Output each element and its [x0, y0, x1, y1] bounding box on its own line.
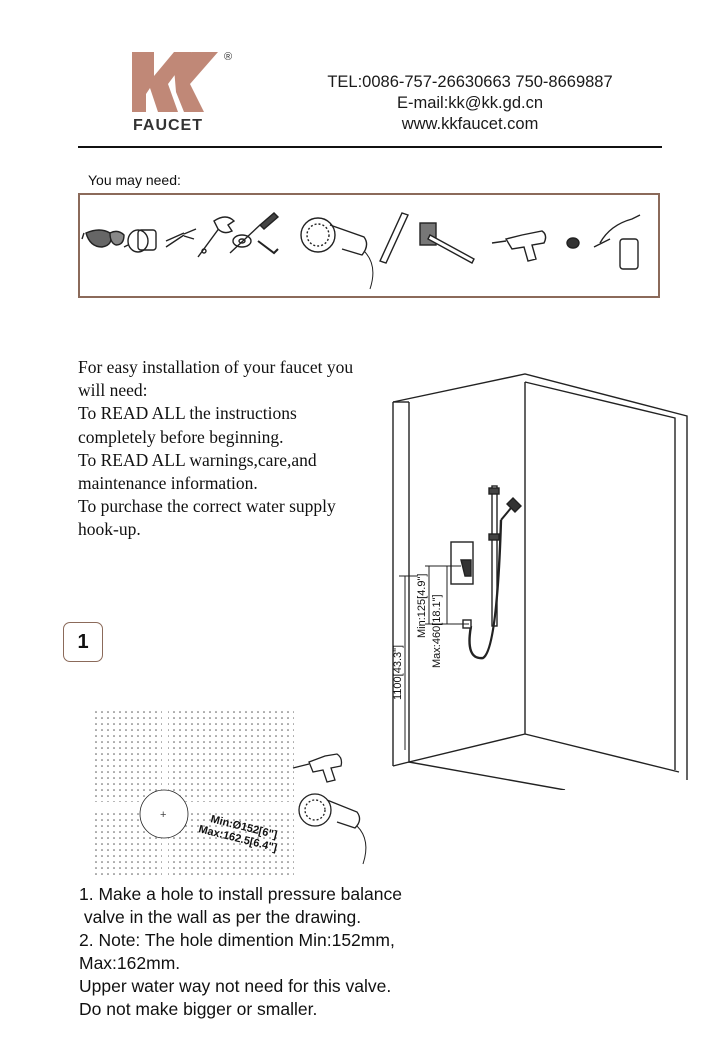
wall-hole-diagram: + Min:Ø152[6"] Max:162.5[6.4"] — [92, 708, 294, 876]
thread-seal-tape-icon — [232, 234, 252, 248]
shower-hose — [468, 519, 503, 660]
header-divider — [78, 146, 662, 148]
intro-text: For easy installation of your faucet you… — [78, 356, 398, 542]
shower-installation-diagram: 1100[43.3"] Min:125[4.9"] Max:460[18.1"] — [392, 373, 688, 790]
step-line: Do not make bigger or smaller. — [79, 999, 318, 1019]
intro-line: To READ ALL warnings,care,and — [78, 449, 317, 470]
tape-measure-icon — [123, 229, 157, 253]
dim-total-label: 1100[43.3"] — [392, 645, 404, 700]
intro-line: maintenance information. — [78, 473, 258, 494]
wall-tiles — [92, 708, 294, 876]
intro-line: hook-up. — [78, 519, 141, 540]
step-line: 2. Note: The hole dimention Min:152mm, — [79, 930, 395, 950]
contact-website: www.kkfaucet.com — [401, 115, 539, 133]
tools-box — [78, 193, 660, 298]
pliers-icon — [165, 228, 197, 248]
registered-mark: ® — [224, 51, 232, 63]
plumbers-tape-roll-icon — [566, 237, 580, 249]
step-line: 1. Make a hole to install pressure balan… — [79, 884, 402, 904]
dimension-lines — [399, 565, 469, 750]
step-line: Upper water way not need for this valve. — [79, 976, 392, 996]
valve-hole — [139, 789, 189, 839]
tools-label: You may need: — [88, 172, 181, 188]
step-number-badge: 1 — [63, 622, 103, 662]
valve-trim — [450, 541, 474, 585]
sealant-gun-icon — [593, 214, 641, 270]
dim-max-label: Max:460[18.1"] — [431, 594, 443, 668]
intro-line: will need: — [78, 380, 148, 401]
logo-wordmark: FAUCET — [133, 117, 203, 134]
tools-illustration — [81, 212, 641, 290]
step-line: valve in the wall as per the drawing. — [79, 907, 362, 927]
contact-tel: TEL:0086-757-26630663 750-8669887 — [327, 73, 613, 91]
dim-min-label: Min:125[4.9"] — [416, 574, 428, 638]
step-tools-illustration — [292, 753, 367, 865]
caulk-gun-icon — [292, 753, 343, 783]
slide-bar — [488, 485, 500, 627]
circular-saw-icon — [298, 793, 367, 865]
caulk-gun-icon — [491, 230, 547, 262]
circular-saw-icon — [300, 217, 374, 290]
intro-line: completely before beginning. — [78, 426, 284, 447]
intro-line: To purchase the correct water supply — [78, 496, 336, 517]
logo-kk-mark — [132, 52, 218, 112]
safety-glasses-icon — [81, 229, 125, 248]
adjustable-wrench-icon — [197, 216, 236, 258]
sledgehammer-icon — [419, 222, 475, 264]
step-line: Max:162mm. — [79, 953, 181, 973]
hand-shower — [500, 497, 522, 521]
shower-enclosure — [392, 373, 688, 790]
contact-email: E-mail:kk@kk.gd.cn — [396, 94, 544, 112]
intro-line: To READ ALL the instructions — [78, 403, 297, 424]
hole-center-mark: + — [160, 809, 166, 821]
hex-key-icon — [257, 240, 279, 255]
screwdriver-icon — [229, 212, 280, 254]
intro-line: For easy installation of your faucet you — [78, 357, 354, 377]
kk-faucet-logo: ® FAUCET — [132, 51, 232, 134]
step-instructions: 1. Make a hole to install pressure balan… — [79, 883, 499, 1021]
chisel-icon — [379, 212, 409, 264]
